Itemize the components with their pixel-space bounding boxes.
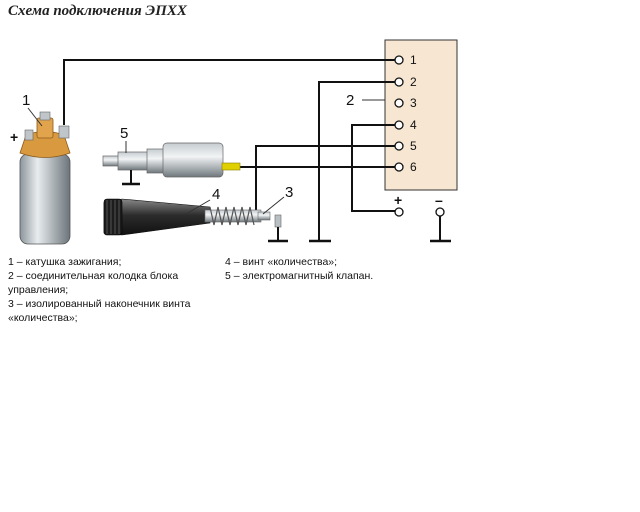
minus-terminal-label: – [435, 192, 443, 208]
coil-plus-label: + [10, 129, 18, 145]
pin-6 [394, 162, 404, 172]
wiring-diagram: 1 2 3 4 5 6 2 + – 1 + [10, 39, 458, 245]
diagram-title: Схема подключения ЭПХХ [8, 3, 187, 19]
pin-label-3: 3 [410, 96, 417, 110]
pin-1 [394, 55, 404, 65]
wire-pin5-tip [255, 145, 395, 222]
callout-5: 5 [120, 125, 128, 142]
wires [63, 59, 399, 240]
callout-3: 3 [285, 184, 293, 201]
callout-2: 2 [346, 92, 354, 109]
ignition-coil [19, 111, 71, 245]
pin-4 [394, 120, 404, 130]
legend-item-4: 4 – винт «количества»; [225, 256, 338, 268]
pin-label-6: 6 [410, 160, 417, 174]
legend-item-5: 5 – электромагнитный клапан. [225, 270, 374, 282]
pin-label-5: 5 [410, 139, 417, 153]
pin-2 [394, 77, 404, 87]
callout-4: 4 [212, 186, 220, 203]
legend-right: 4 – винт «количества»; 5 – электромагнит… [225, 255, 425, 283]
callout-1: 1 [22, 92, 30, 109]
pin-5 [394, 141, 404, 151]
legend-left: 1 – катушка зажигания; 2 – соединительна… [8, 255, 218, 325]
pin-label-1: 1 [410, 53, 417, 67]
minus-terminal [435, 207, 445, 217]
plus-terminal [394, 207, 404, 217]
pin-3 [394, 98, 404, 108]
wire-pin1-coil [63, 59, 395, 125]
callout-3-leader [262, 196, 285, 215]
legend-item-2: 2 – соединительная колодка блока управле… [8, 270, 179, 296]
legend-item-1: 1 – катушка зажигания; [8, 256, 122, 268]
wire-pin2-ground [318, 81, 395, 240]
pin-label-4: 4 [410, 118, 417, 132]
plus-terminal-label: + [394, 192, 402, 208]
quantity-screw [103, 198, 288, 243]
legend-item-3: 3 – изолированный наконечник винта «коли… [8, 298, 191, 324]
callout-1-leader [27, 107, 43, 127]
electromagnetic-valve [102, 142, 241, 186]
pin-label-2: 2 [410, 75, 417, 89]
callout-4-leader [185, 199, 211, 215]
